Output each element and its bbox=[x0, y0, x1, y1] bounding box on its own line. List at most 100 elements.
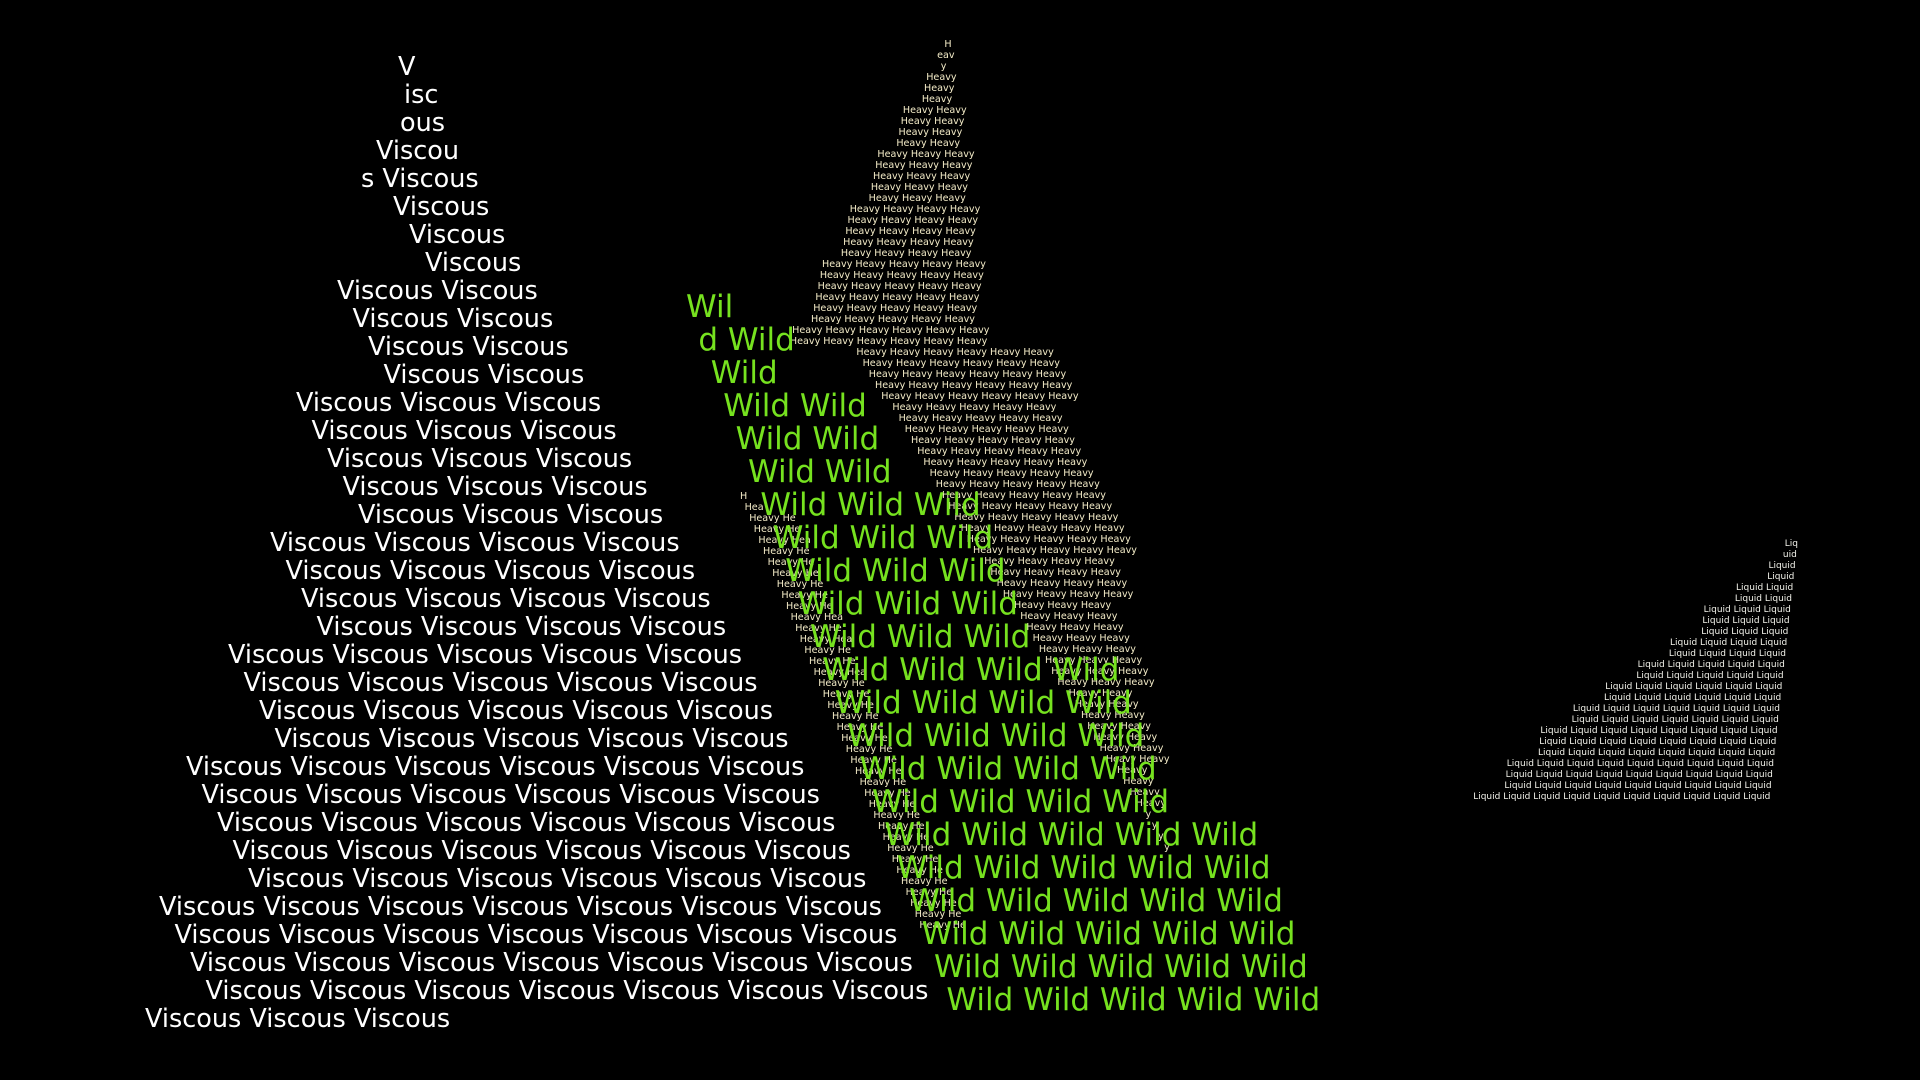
wild-word-row: Wild Wild Wild Wild Wild bbox=[921, 916, 1296, 952]
heavy-strip-row: Heavy He bbox=[827, 700, 874, 711]
liquid-word-row: Liquid bbox=[1768, 561, 1796, 571]
heavy-word-row: Heavy Heavy Heavy bbox=[877, 149, 975, 160]
heavy-strip-row: Heavy He bbox=[887, 843, 934, 854]
heavy-word-row: Heavy Heavy Heavy bbox=[1045, 655, 1143, 666]
heavy-word-row: Heavy Heavy Heavy bbox=[1051, 666, 1149, 677]
wild-word-row: d Wild bbox=[698, 322, 795, 358]
heavy-strip-row: Heavy He bbox=[910, 898, 957, 909]
liquid-word-row: Liquid Liquid Liquid Liquid Liquid Liqui… bbox=[1604, 693, 1782, 703]
wild-word-row: Wild Wild Wild bbox=[772, 520, 994, 556]
wild-word-row: Wild Wild Wild Wild bbox=[847, 718, 1145, 754]
viscous-word-row: Viscous Viscous Viscous Viscous Viscous … bbox=[232, 836, 851, 866]
heavy-strip-row: Heavy He bbox=[822, 689, 870, 700]
wild-word-row: Wild Wild bbox=[748, 454, 892, 490]
heavy-word-row: Heavy Heavy Heavy Heavy Heavy Heavy bbox=[862, 358, 1060, 369]
heavy-strip-row: Heavy He bbox=[859, 777, 907, 788]
heavy-word-row: Heavy Heavy Heavy bbox=[1057, 677, 1155, 688]
liquid-word-row: Liquid Liquid Liquid bbox=[1703, 605, 1791, 615]
viscous-word-row: s Viscous bbox=[361, 164, 479, 194]
heavy-strip-row: Heavy He bbox=[873, 810, 920, 821]
heavy-word-row: Heavy Heavy Heavy Heavy bbox=[840, 248, 972, 259]
heavy-word-row: Heavy Heavy Heavy Heavy Heavy bbox=[817, 281, 982, 292]
wild-word-row: Wild Wild bbox=[723, 388, 867, 424]
heavy-word-row: Heavy Heavy Heavy Heavy Heavy bbox=[948, 501, 1113, 512]
heavy-word-row: Heavy Heavy Heavy Heavy Heavy bbox=[960, 523, 1125, 534]
heavy-word-row: Heavy Heavy Heavy Heavy Heavy bbox=[815, 292, 980, 303]
heavy-word-row: Heavy Heavy bbox=[1074, 699, 1139, 710]
liquid-word-row: Liquid Liquid Liquid bbox=[1701, 627, 1789, 637]
heavy-word-row: Heavy Heavy Heavy Heavy Heavy bbox=[917, 446, 1082, 457]
viscous-word-row: isc bbox=[404, 80, 439, 110]
liquid-word-row: Liquid Liquid Liquid Liquid bbox=[1668, 649, 1786, 659]
heavy-word-row: H bbox=[944, 39, 952, 50]
viscous-word-row: Viscous Viscous Viscous Viscous bbox=[270, 528, 680, 558]
heavy-word-row: Heavy Heavy Heavy bbox=[1026, 622, 1124, 633]
heavy-strip-row: Heavy He bbox=[882, 832, 930, 843]
heavy-word-row: Heavy Heavy Heavy Heavy bbox=[984, 556, 1115, 567]
heavy-strip-row: Heavy He bbox=[868, 799, 916, 810]
heavy-word-row: Heavy Heavy Heavy Heavy Heavy Heavy bbox=[856, 347, 1054, 358]
heavy-word-row: Heavy Heavy Heavy Heavy Heavy Heavy bbox=[789, 336, 988, 347]
heavy-strip-row: Hea bbox=[744, 502, 764, 513]
heavy-word-row: Heavy bbox=[924, 83, 955, 94]
liquid-word-row: Liquid Liquid Liquid Liquid Liquid Liqui… bbox=[1538, 748, 1776, 758]
viscous-word-row: Viscous Viscous Viscous bbox=[358, 500, 664, 530]
viscous-word-row: Viscous Viscous Viscous Viscous Viscous … bbox=[159, 892, 882, 922]
liquid-word-row: Liquid Liquid Liquid Liquid Liquid Liqui… bbox=[1539, 737, 1777, 747]
viscous-word-row: Viscous Viscous Viscous bbox=[296, 388, 602, 418]
heavy-strip-row: Heavy He bbox=[786, 601, 833, 612]
heavy-word-row: Heavy Heavy Heavy Heavy bbox=[843, 237, 974, 248]
heavy-word-row: Heavy Heavy Heavy Heavy bbox=[996, 578, 1128, 589]
heavy-word-row: Heavy Heavy Heavy Heavy Heavy Heavy bbox=[868, 369, 1067, 380]
heavy-strip-row: Heavy He bbox=[809, 656, 856, 667]
heavy-word-row: Heavy Heavy Heavy Heavy Heavy bbox=[819, 270, 984, 281]
heavy-strip-row: Heavy He bbox=[795, 623, 842, 634]
viscous-word-row: Viscous Viscous Viscous Viscous Viscous bbox=[274, 724, 789, 754]
wild-word-row: Wild Wild Wild Wild Wild bbox=[896, 850, 1271, 886]
viscous-word-row: Viscous Viscous Viscous Viscous Viscous … bbox=[205, 976, 929, 1006]
liquid-word-row: Liquid bbox=[1767, 572, 1795, 582]
heavy-word-row: Heavy Heavy Heavy Heavy Heavy Heavy bbox=[874, 380, 1073, 391]
wild-word-row: Wild Wild Wild bbox=[785, 553, 1006, 589]
wild-word-row: Wild Wild Wild Wild Wild bbox=[946, 982, 1321, 1018]
liquid-word-row: uid bbox=[1782, 550, 1797, 560]
wild-word-row: Wild Wild Wild Wild Wild bbox=[909, 883, 1283, 919]
heavy-word-row: Heavy Heavy Heavy bbox=[875, 160, 973, 171]
heavy-strip-row: Heavy He bbox=[850, 755, 897, 766]
viscous-word-row: Viscous Viscous Viscous bbox=[311, 416, 617, 446]
heavy-strip-row: Heavy He bbox=[832, 711, 879, 722]
wild-word-row: Wild Wild Wild bbox=[760, 487, 981, 523]
liquid-word-row: Liquid Liquid Liquid Liquid Liquid Liqui… bbox=[1506, 759, 1774, 769]
heavy-word-row: Heavy Heavy Heavy bbox=[1020, 611, 1118, 622]
heavy-word-row: Heavy bbox=[1117, 765, 1148, 776]
heavy-strip-row: Heavy He bbox=[776, 579, 824, 590]
heavy-strip-row: Heavy He bbox=[845, 744, 893, 755]
liquid-word-row: Liquid Liquid Liquid Liquid Liquid bbox=[1637, 660, 1785, 670]
heavy-word-row: Heavy Heavy Heavy Heavy Heavy bbox=[973, 545, 1137, 556]
heavy-strip-row: Heavy He bbox=[864, 788, 911, 799]
heavy-word-row: Heavy Heavy Heavy Heavy Heavy bbox=[911, 435, 1075, 446]
viscous-word-row: Viscou bbox=[376, 136, 460, 166]
heavy-word-row: Heavy Heavy bbox=[1087, 721, 1151, 732]
heavy-word-row: Heavy Heavy Heavy Heavy bbox=[1002, 589, 1134, 600]
heavy-word-row: y bbox=[940, 61, 947, 72]
viscous-word-row: Viscous Viscous Viscous Viscous Viscous bbox=[243, 668, 758, 698]
liquid-word-row: Liquid Liquid Liquid Liquid Liquid bbox=[1636, 671, 1784, 681]
liquid-word-row: Liquid Liquid Liquid Liquid bbox=[1670, 638, 1788, 648]
liquid-word-row: Liq bbox=[1784, 539, 1798, 549]
heavy-word-row: Heavy Heavy Heavy Heavy bbox=[849, 204, 981, 215]
liquid-word-row: Liquid Liquid Liquid Liquid Liquid Liqui… bbox=[1605, 682, 1783, 692]
wild-word-row: Wild Wild Wild bbox=[797, 586, 1018, 622]
viscous-word-row: Viscous Viscous Viscous Viscous Viscous … bbox=[190, 948, 913, 978]
heavy-word-row: Heavy Heavy Heavy bbox=[1032, 633, 1130, 644]
heavy-word-row: Heavy bbox=[921, 94, 953, 105]
viscous-word-row: Viscous bbox=[409, 220, 506, 250]
heavy-word-row: Heavy Heavy bbox=[896, 138, 961, 149]
wild-word-row: Wil bbox=[686, 289, 734, 325]
liquid-word-row: Liquid Liquid bbox=[1734, 594, 1792, 604]
liquid-word-row: Liquid Liquid Liquid Liquid Liquid Liqui… bbox=[1505, 770, 1773, 780]
wild-word-row: Wild Wild Wild Wild Wild bbox=[884, 817, 1259, 853]
